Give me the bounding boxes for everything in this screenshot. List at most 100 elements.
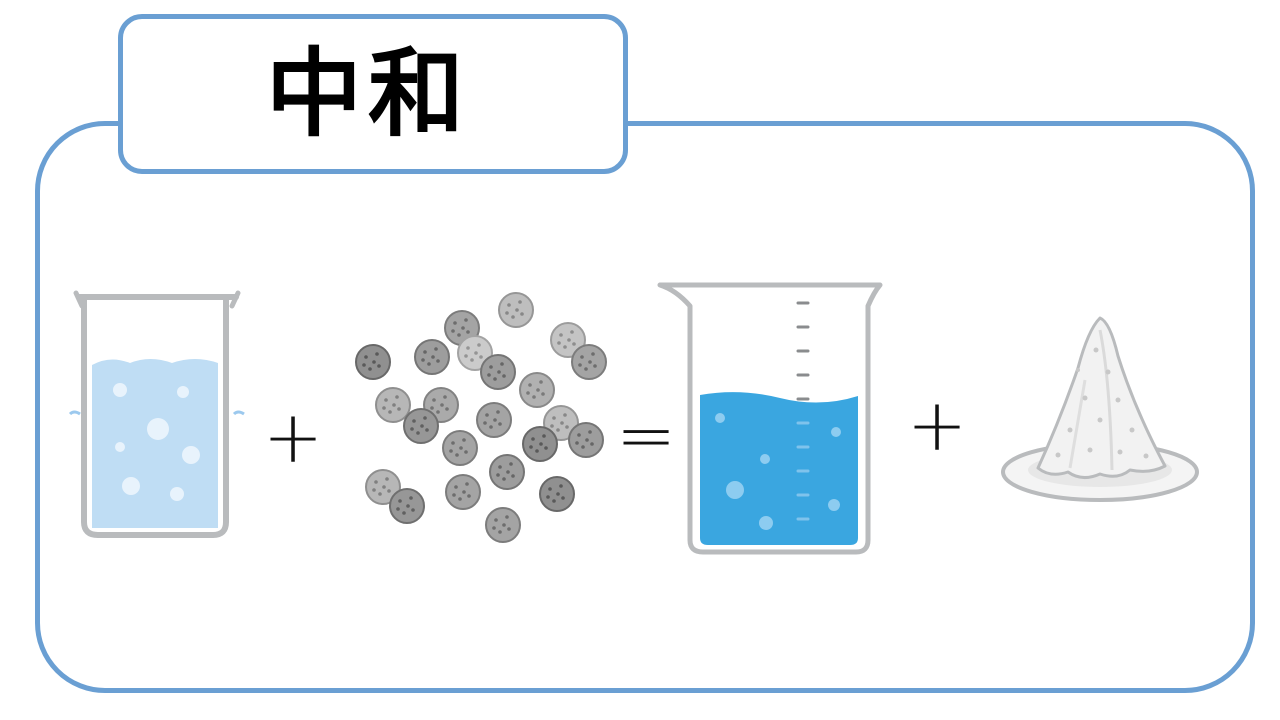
pellet-speck — [559, 484, 563, 488]
pellet-speck — [498, 465, 502, 469]
pellet-speck — [590, 442, 594, 446]
pellet-speck — [464, 354, 468, 358]
pellet-speck — [462, 438, 466, 442]
pellet-speck — [511, 315, 515, 319]
pellet-speck — [575, 441, 579, 445]
pellet-speck — [452, 493, 456, 497]
pellet-speck — [515, 308, 519, 312]
pellet-speck — [425, 428, 429, 432]
pellet-speck — [372, 360, 376, 364]
pellet-speck — [412, 419, 416, 423]
pellet-speck — [552, 499, 556, 503]
pellet-speck — [577, 433, 581, 437]
pellet-speck — [550, 424, 554, 428]
pellet-speck — [458, 497, 462, 501]
pellet-speck — [507, 303, 511, 307]
pellet-speck — [561, 496, 565, 500]
pellet-speck — [427, 362, 431, 366]
pellet-speck — [505, 515, 509, 519]
pellet-speck — [509, 462, 513, 466]
plus-operator-2: + — [907, 383, 967, 467]
pellet-speck — [374, 480, 378, 484]
pellet-speck — [528, 383, 532, 387]
plus-operator-1: + — [263, 395, 323, 479]
pellet-speck — [462, 490, 466, 494]
pellet-speck — [542, 434, 546, 438]
pellet-speck — [505, 311, 509, 315]
pellet-speck — [474, 351, 478, 355]
pellet-speck — [434, 347, 438, 351]
pellet-speck — [432, 398, 436, 402]
pellet-speck — [493, 377, 497, 381]
pellet-speck — [392, 403, 396, 407]
pellet-speck — [430, 406, 434, 410]
pellet-speck — [388, 410, 392, 414]
pellet-speck — [377, 364, 381, 368]
pellet-speck — [416, 431, 420, 435]
pellet-speck — [454, 485, 458, 489]
pellet-speck — [546, 495, 550, 499]
pellet-speck — [445, 407, 449, 411]
pellet-speck — [397, 407, 401, 411]
pellet-speck — [500, 362, 504, 366]
salt-pile-icon — [1001, 316, 1199, 502]
pellet-speck — [559, 333, 563, 337]
pellet-speck — [387, 489, 391, 493]
pellet-speck — [502, 477, 506, 481]
pellet-speck — [420, 424, 424, 428]
pellet-speck — [498, 530, 502, 534]
pellet-speck — [493, 418, 497, 422]
pellet-speck — [497, 370, 501, 374]
pellet-speck — [539, 442, 543, 446]
pellet-speck — [436, 410, 440, 414]
pellet-speck — [465, 482, 469, 486]
equals-operator: = — [616, 393, 676, 477]
title-tab: 中和 — [118, 14, 628, 174]
pellet-speck — [563, 413, 567, 417]
pellet-speck — [518, 300, 522, 304]
pellet-speck — [489, 365, 493, 369]
pellet-speck — [496, 410, 500, 414]
pellet-speck — [395, 395, 399, 399]
alkali-pellets-icon — [355, 292, 607, 543]
acid-solution-beaker-icon — [68, 290, 245, 538]
diagram-panel — [35, 121, 1255, 693]
pellet-speck — [539, 380, 543, 384]
pellet-speck — [531, 437, 535, 441]
pellet-speck — [580, 355, 584, 359]
pellet-speck — [466, 346, 470, 350]
pellet-speck — [502, 523, 506, 527]
pellet-speck — [466, 330, 470, 334]
pellet-speck — [461, 326, 465, 330]
pellet-speck — [520, 312, 524, 316]
pellet-speck — [492, 526, 496, 530]
pellet-speck — [409, 496, 413, 500]
pellet-speck — [411, 508, 415, 512]
pellet-speck — [487, 373, 491, 377]
pellet-speck — [396, 507, 400, 511]
pellet-speck — [498, 422, 502, 426]
pellet-speck — [584, 367, 588, 371]
pellet-speck — [485, 413, 489, 417]
pellet-speck — [541, 392, 545, 396]
pellet-speck — [385, 477, 389, 481]
pellet-speck — [443, 395, 447, 399]
pellet-speck — [557, 341, 561, 345]
pellet-speck — [536, 388, 540, 392]
pellet-speck — [368, 367, 372, 371]
pellet-speck — [436, 359, 440, 363]
pellet-speck — [565, 425, 569, 429]
pellet-speck — [364, 355, 368, 359]
pellet-speck — [529, 445, 533, 449]
pellet-speck — [423, 350, 427, 354]
pellet-speck — [421, 358, 425, 362]
pellet-speck — [382, 406, 386, 410]
pellet-speck — [457, 333, 461, 337]
pellet-speck — [494, 518, 498, 522]
pellet-speck — [507, 527, 511, 531]
pellet-speck — [406, 504, 410, 508]
pellet-speck — [526, 391, 530, 395]
pellet-speck — [567, 338, 571, 342]
pellet-speck — [378, 492, 382, 496]
